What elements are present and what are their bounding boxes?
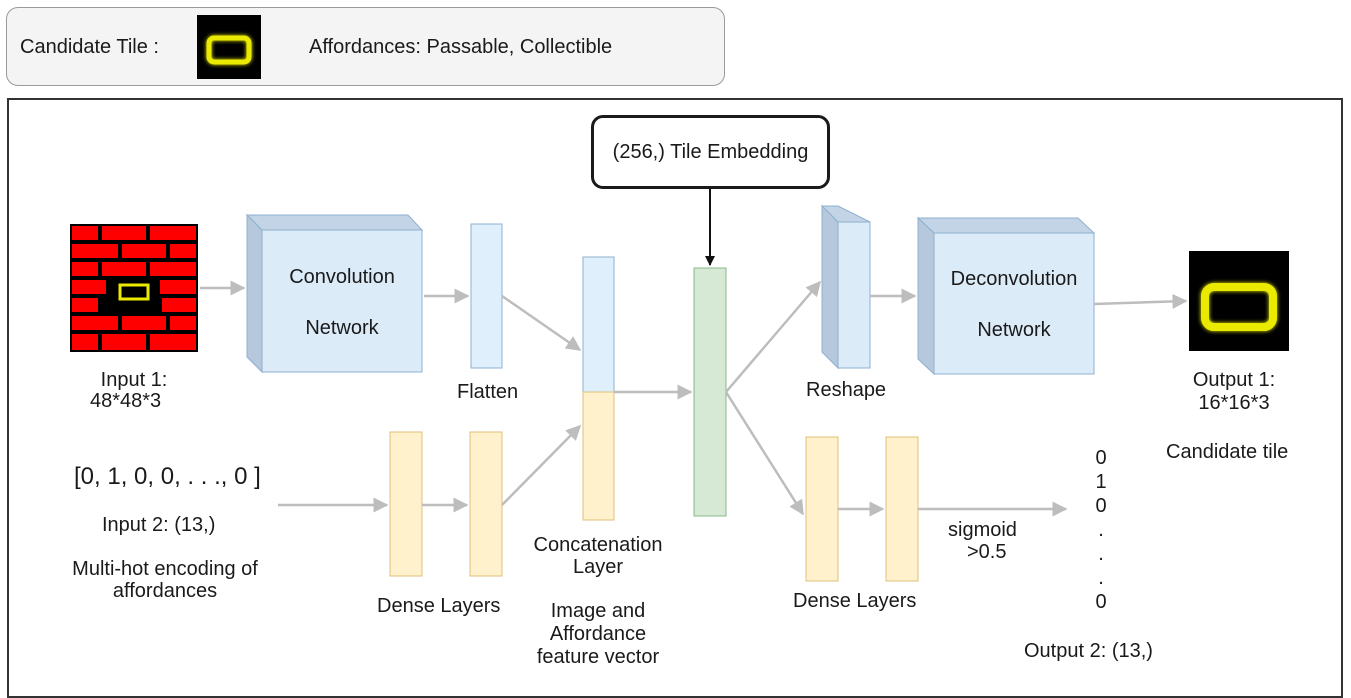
affordance-vector: [0, 1, 0, 0, . . ., 0 ] — [74, 463, 261, 490]
dense-layers-left-label: Dense Layers — [377, 595, 501, 617]
tile-embedding-box: (256,) Tile Embedding — [591, 115, 830, 189]
deconv-label-1: Deconvolution — [950, 268, 1078, 290]
flatten-layer — [470, 223, 503, 369]
diagram-canvas — [70, 15, 1289, 582]
input2-label: Input 2: (13,) — [102, 514, 216, 536]
affordances-text: Affordances: Passable, Collectible — [309, 36, 613, 58]
sigmoid-label-2: >0.5 — [967, 541, 1007, 563]
output-vector-6: 0 — [1095, 591, 1107, 613]
input1-label: Input 1: — [100, 369, 168, 391]
output-vector-4: . — [1098, 543, 1104, 565]
tile-embedding-label: (256,) Tile Embedding — [612, 140, 809, 163]
feature-label-2: Affordance — [549, 623, 647, 645]
multihot-label-2: affordances — [112, 580, 218, 602]
output-vector-5: . — [1098, 567, 1104, 589]
output-tile-image — [1189, 251, 1289, 351]
candidate-tile-label: Candidate Tile : — [20, 36, 159, 58]
dense-layer-left-1 — [389, 431, 423, 577]
embedding-layer — [693, 267, 727, 517]
feature-label-1: Image and — [550, 600, 646, 622]
concatenation-layer — [582, 256, 615, 521]
deconv-label-2: Network — [977, 319, 1051, 341]
header-tile-thumbnail — [197, 15, 261, 79]
flatten-label: Flatten — [457, 381, 519, 403]
deconvolution-block — [916, 216, 1096, 376]
flow-arrows — [200, 280, 1188, 517]
multihot-label-1: Multi-hot encoding of — [72, 558, 258, 580]
reshape-block — [820, 204, 871, 370]
dense-layer-right-1 — [805, 436, 839, 582]
output1-shape: 16*16*3 — [1198, 392, 1270, 414]
candidate-tile-header — [6, 7, 725, 86]
sigmoid-label-1: sigmoid — [948, 519, 1017, 541]
input1-shape: 48*48*3 — [90, 390, 162, 412]
dense-layers-right-label: Dense Layers — [793, 590, 917, 612]
output-vector-0: 0 — [1095, 447, 1107, 469]
input-brick-image — [70, 224, 198, 352]
feature-label-3: feature vector — [536, 646, 660, 668]
conv-label-2: Network — [305, 317, 379, 339]
output-vector-2: 0 — [1095, 495, 1107, 517]
conv-label-1: Convolution — [289, 266, 395, 288]
concat-label-1: Concatenation — [533, 534, 663, 556]
output2-label: Output 2: (13,) — [1024, 640, 1153, 662]
candidate-tile-output-label: Candidate tile — [1166, 441, 1289, 463]
output-vector-1: 1 — [1095, 471, 1107, 493]
reshape-label: Reshape — [806, 379, 887, 401]
convolution-block — [245, 213, 424, 374]
output1-label: Output 1: — [1192, 369, 1276, 391]
dense-layer-left-2 — [469, 431, 503, 577]
dense-layer-right-2 — [885, 436, 919, 582]
concat-label-2: Layer — [572, 556, 624, 578]
output-vector-3: . — [1098, 519, 1104, 541]
